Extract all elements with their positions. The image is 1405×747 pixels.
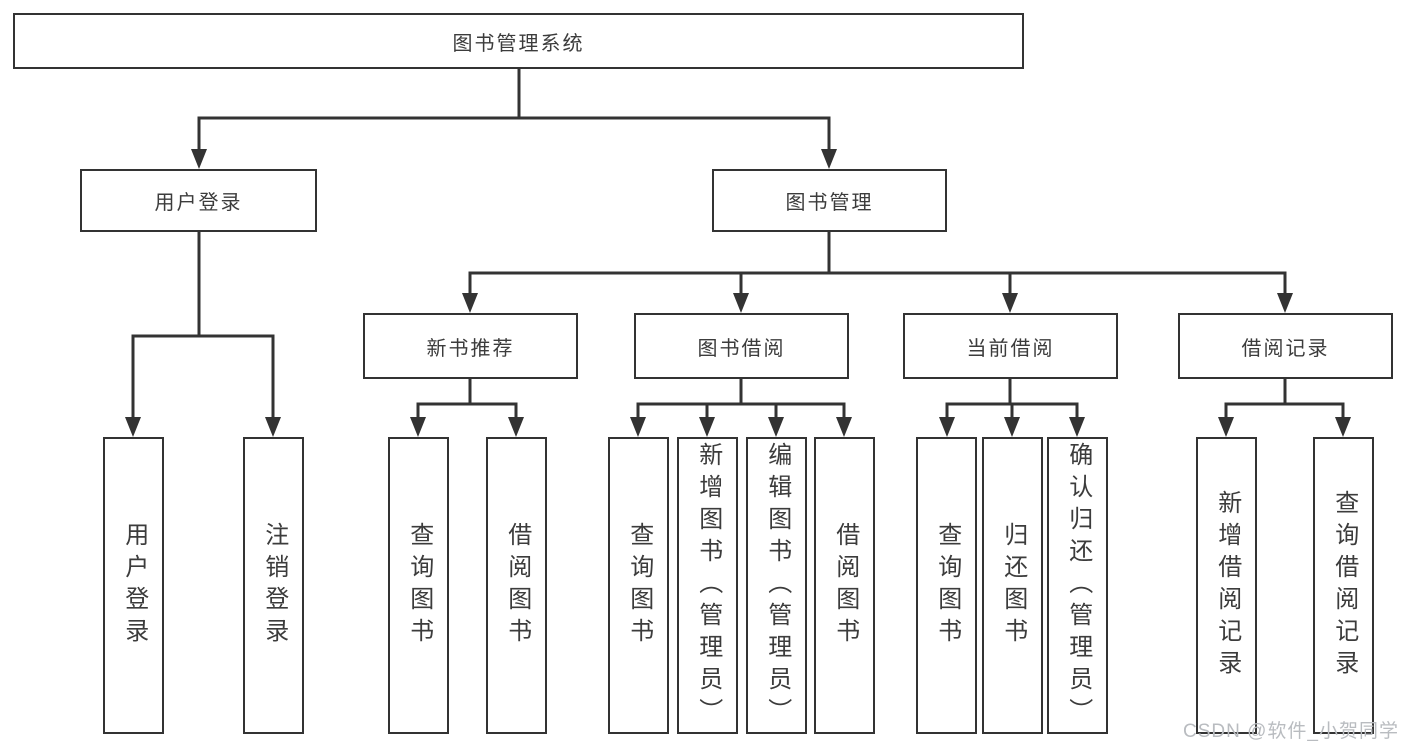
node-book-management: 图书管理 <box>712 169 947 232</box>
connector-book-management-to-level3 <box>462 230 1293 313</box>
node-return-books: 归还图书 <box>982 437 1043 734</box>
node-user-login-leaf: 用户登录 <box>103 437 164 734</box>
node-borrowing-records: 借阅记录 <box>1178 313 1393 379</box>
node-query-books-current: 查询图书 <box>916 437 977 734</box>
node-add-books-admin: 新增图书（管理员） <box>677 437 738 734</box>
node-add-borrow-record: 新增借阅记录 <box>1196 437 1257 734</box>
node-confirm-return-admin: 确认归还（管理员） <box>1047 437 1108 734</box>
node-edit-books-admin: 编辑图书（管理员） <box>746 437 807 734</box>
node-query-books-recommend: 查询图书 <box>388 437 449 734</box>
node-logout-leaf: 注销登录 <box>243 437 304 734</box>
node-current-borrowing: 当前借阅 <box>903 313 1118 379</box>
node-library-system: 图书管理系统 <box>13 13 1024 69</box>
node-query-books-borrow: 查询图书 <box>608 437 669 734</box>
node-book-borrowing: 图书借阅 <box>634 313 849 379</box>
node-borrow-books-borrow: 借阅图书 <box>814 437 875 734</box>
connector-borrowing-records-to-leaves <box>1218 377 1351 437</box>
node-user-login: 用户登录 <box>80 169 317 232</box>
connector-book-borrowing-to-leaves <box>630 377 852 437</box>
connector-new-book-recommend-to-leaves <box>410 377 524 437</box>
node-new-book-recommend: 新书推荐 <box>363 313 578 379</box>
connector-root-to-level2 <box>191 67 837 169</box>
node-borrow-books-recommend: 借阅图书 <box>486 437 547 734</box>
connector-user-login-to-leaves <box>125 230 281 437</box>
connector-current-borrowing-to-leaves <box>939 377 1085 437</box>
node-query-borrow-record: 查询借阅记录 <box>1313 437 1374 734</box>
watermark-text: CSDN @软件_小贺同学 <box>1183 721 1399 742</box>
